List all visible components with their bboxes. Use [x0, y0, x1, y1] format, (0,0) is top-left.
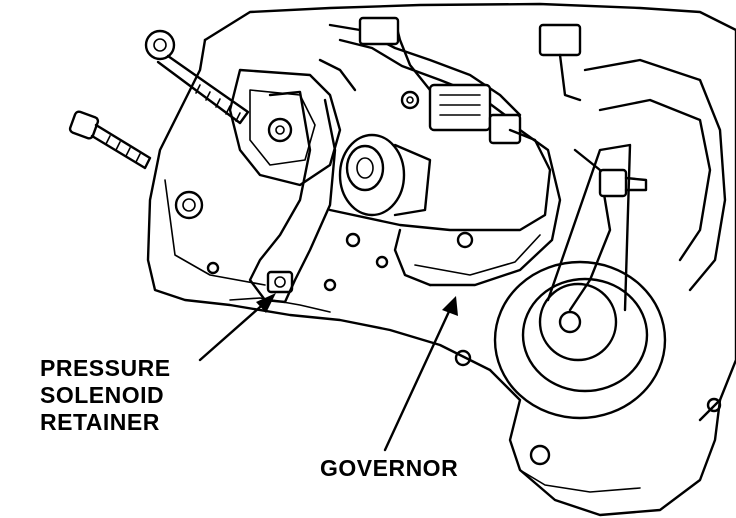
label-line-solenoid: SOLENOID [40, 382, 165, 408]
arrowhead-solenoid [256, 293, 276, 313]
long-bolt [144, 29, 250, 125]
label-line-pressure: PRESSURE [40, 355, 171, 381]
pressure-solenoid [228, 68, 342, 187]
transmission-case [146, 2, 736, 517]
callout-arrows [198, 293, 458, 452]
governor-body [174, 128, 562, 292]
solenoid-retainer-bracket [248, 90, 337, 304]
pressure-solenoid-retainer-label: PRESSURE SOLENOID RETAINER [40, 355, 171, 436]
short-bolt [68, 110, 152, 170]
arrowhead-governor [442, 296, 458, 316]
wiring-harness [318, 16, 582, 145]
governor-sensor [338, 133, 432, 217]
governor-label: GOVERNOR [320, 455, 459, 481]
cover-and-pulley [454, 58, 727, 466]
label-line-retainer: RETAINER [40, 409, 160, 435]
